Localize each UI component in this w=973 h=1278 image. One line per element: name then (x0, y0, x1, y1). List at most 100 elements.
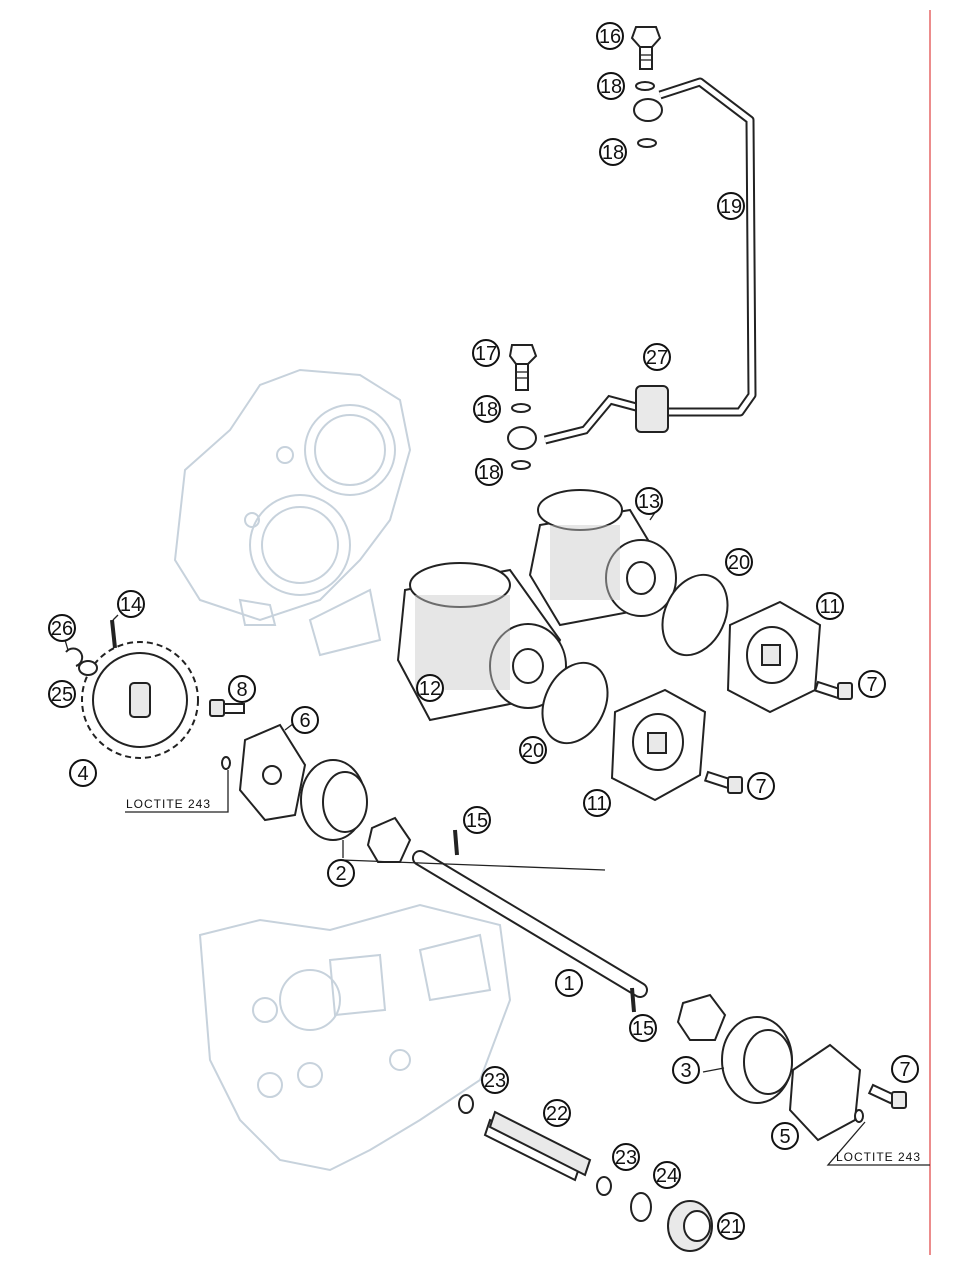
loctite-leader-left (125, 770, 229, 813)
svg-text:14: 14 (120, 594, 142, 616)
filter-cover-11a (726, 600, 822, 714)
callout-27: 27 (643, 343, 671, 371)
pump-rotor-outer-2 (300, 759, 368, 841)
svg-text:8: 8 (236, 679, 247, 701)
callout-17: 17 (472, 339, 500, 367)
callout-7: 7 (747, 772, 775, 800)
svg-text:27: 27 (646, 347, 668, 369)
pin-15a (453, 829, 459, 856)
svg-text:13: 13 (638, 491, 660, 513)
callout-7: 7 (858, 670, 886, 698)
svg-text:25: 25 (51, 684, 73, 706)
callout-3: 3 (672, 1056, 700, 1084)
oil-pump-gear-4 (81, 641, 199, 759)
callout-25: 25 (48, 680, 76, 708)
seal-ring-8 (221, 756, 231, 770)
callout-2: 2 (327, 859, 355, 887)
callout-12: 12 (416, 674, 444, 702)
svg-text:23: 23 (484, 1070, 506, 1092)
svg-text:11: 11 (820, 596, 841, 618)
callout-22: 22 (543, 1099, 571, 1127)
svg-text:26: 26 (51, 618, 73, 640)
washer-18a (635, 81, 655, 91)
callout-1: 1 (555, 969, 583, 997)
svg-text:1: 1 (563, 973, 574, 995)
seal-ring-7 (854, 1109, 864, 1123)
pump-rotor-outer-3 (721, 1016, 793, 1104)
callout-20: 20 (519, 736, 547, 764)
pump-rotor-inner-3 (676, 993, 727, 1041)
svg-text:24: 24 (656, 1165, 678, 1187)
svg-text:15: 15 (632, 1018, 654, 1040)
callout-20: 20 (725, 548, 753, 576)
svg-text:20: 20 (522, 740, 544, 762)
svg-text:2: 2 (335, 863, 346, 885)
engine-case-ghost-upper (173, 368, 412, 657)
engine-case-ghost-lower (198, 903, 512, 1172)
svg-text:15: 15 (466, 810, 488, 832)
callout-23: 23 (612, 1143, 640, 1171)
callout-18: 18 (597, 72, 625, 100)
svg-text:18: 18 (476, 399, 498, 421)
washer-18d (511, 460, 531, 470)
pump-cover-6-hole (262, 765, 282, 785)
callout-23: 23 (481, 1066, 509, 1094)
svg-text:7: 7 (755, 776, 766, 798)
callout-16: 16 (596, 22, 624, 50)
svg-text:20: 20 (728, 552, 750, 574)
oil-strainer-22 (483, 1110, 592, 1182)
callout-bubbles: 16 18 18 19 17 18 18 27 13 20 11 7 12 20… (48, 22, 919, 1240)
callout-19: 19 (717, 192, 745, 220)
pin-14 (110, 619, 117, 649)
circlip-26 (65, 647, 84, 667)
o-ring-20a (661, 573, 729, 657)
svg-text:16: 16 (599, 26, 621, 48)
callout-6: 6 (291, 706, 319, 734)
callout-11: 11 (583, 789, 611, 817)
o-ring-23a (458, 1094, 474, 1114)
svg-text:19: 19 (720, 196, 742, 218)
svg-text:4: 4 (77, 763, 88, 785)
oil-filter-13 (528, 489, 677, 627)
svg-text:7: 7 (899, 1059, 910, 1081)
washer-18c (511, 403, 531, 413)
svg-text:3: 3 (680, 1060, 691, 1082)
drain-plug-21 (667, 1200, 713, 1252)
pump-rotor-inner-2 (366, 816, 412, 863)
filter-cover-11b (610, 688, 707, 802)
bolt-7a (813, 680, 853, 700)
callout-21: 21 (717, 1212, 745, 1240)
loctite-note-right: LOCTITE 243 (836, 1150, 921, 1164)
svg-text:12: 12 (419, 678, 441, 700)
loctite-note-left: LOCTITE 243 (126, 797, 211, 811)
svg-text:22: 22 (546, 1103, 568, 1125)
svg-text:18: 18 (602, 142, 624, 164)
banjo-bolt-16 (630, 26, 662, 70)
callout-18: 18 (473, 395, 501, 423)
svg-text:18: 18 (600, 76, 622, 98)
callout-7: 7 (891, 1055, 919, 1083)
callout-26: 26 (48, 614, 76, 642)
svg-text:18: 18 (478, 462, 500, 484)
pump-shaft-1 (412, 850, 648, 998)
bolt-7b (703, 770, 743, 794)
svg-text:5: 5 (779, 1126, 790, 1148)
pump-cover-5 (788, 1043, 862, 1142)
callout-15: 15 (463, 806, 491, 834)
svg-text:23: 23 (615, 1147, 637, 1169)
svg-text:6: 6 (299, 710, 310, 732)
pin-15b (630, 987, 636, 1013)
banjo-bolt-17 (508, 344, 538, 391)
callout-24: 24 (653, 1161, 681, 1189)
callout-5: 5 (771, 1122, 799, 1150)
callout-18: 18 (599, 138, 627, 166)
screw-8 (209, 699, 245, 717)
callout-18: 18 (475, 458, 503, 486)
o-ring-20b (541, 661, 609, 745)
callout-4: 4 (69, 759, 97, 787)
svg-text:11: 11 (587, 793, 608, 815)
svg-text:7: 7 (866, 674, 877, 696)
svg-text:21: 21 (720, 1216, 742, 1238)
loctite-leader-right (826, 1121, 930, 1166)
